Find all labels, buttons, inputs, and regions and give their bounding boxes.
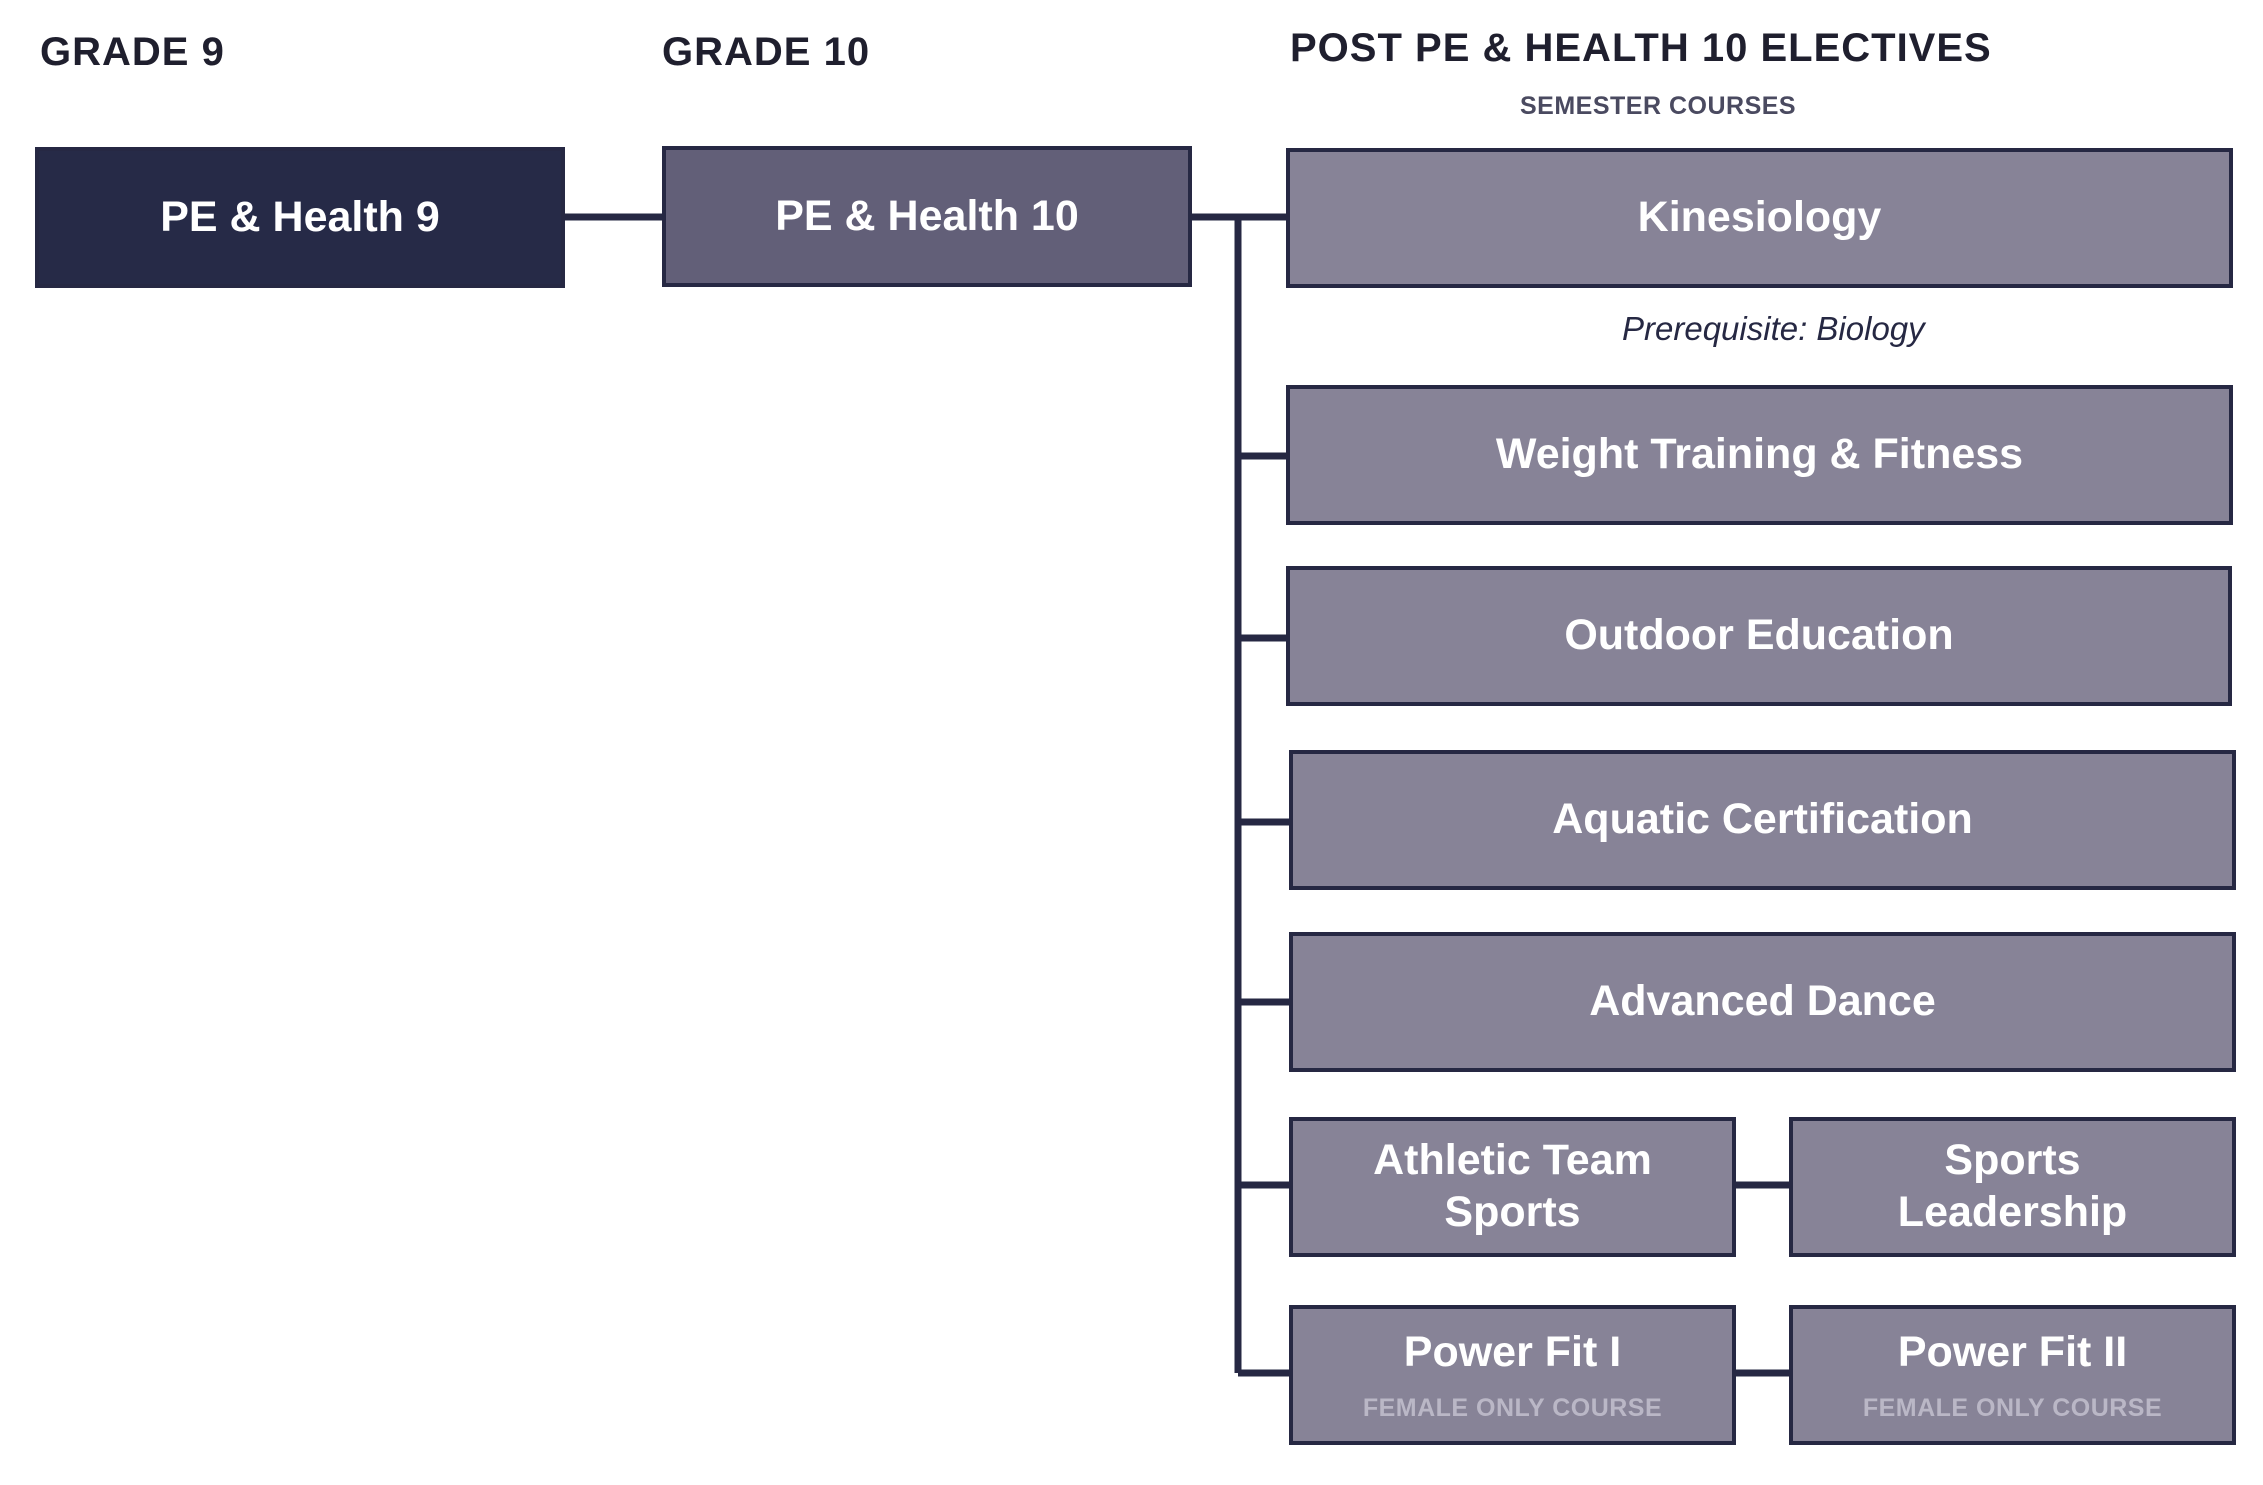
header-grade-10: GRADE 10 [662,30,871,74]
course-power-fit-2: Power Fit II FEMALE ONLY COURSE [1789,1305,2236,1445]
course-kinesiology: Kinesiology [1286,148,2233,288]
course-pe-health-10: PE & Health 10 [662,146,1192,287]
course-power-fit-2-note: FEMALE ONLY COURSE [1862,1393,2163,1422]
course-aquatic-certification-label: Aquatic Certification [1552,795,1973,844]
course-outdoor-education-label: Outdoor Education [1564,611,1954,660]
course-kinesiology-label: Kinesiology [1637,193,1882,242]
header-electives-sub: SEMESTER COURSES [1520,92,1797,120]
course-power-fit-1-note: FEMALE ONLY COURSE [1362,1393,1663,1422]
course-pe-health-9-label: PE & Health 9 [160,192,440,241]
course-power-fit-1: Power Fit I FEMALE ONLY COURSE [1289,1305,1736,1445]
course-weight-training: Weight Training & Fitness [1286,385,2233,525]
course-power-fit-2-label: Power Fit II [1897,1328,2128,1377]
course-pe-health-9: PE & Health 9 [35,147,565,288]
course-athletic-team-sports: Athletic Team Sports [1289,1117,1736,1257]
header-grade-9: GRADE 9 [40,30,225,74]
course-athletic-team-sports-label: Athletic Team Sports [1373,1136,1652,1236]
course-aquatic-certification: Aquatic Certification [1289,750,2236,890]
course-sports-leadership: Sports Leadership [1789,1117,2236,1257]
course-outdoor-education: Outdoor Education [1286,566,2232,706]
course-power-fit-1-label: Power Fit I [1403,1328,1622,1377]
course-weight-training-label: Weight Training & Fitness [1495,430,2024,479]
course-pe-health-10-label: PE & Health 10 [775,191,1079,240]
course-sports-leadership-label: Sports Leadership [1897,1136,2128,1236]
course-advanced-dance: Advanced Dance [1289,932,2236,1072]
header-electives: POST PE & HEALTH 10 ELECTIVES [1290,26,1992,70]
course-advanced-dance-label: Advanced Dance [1589,977,1936,1026]
kinesiology-prerequisite: Prerequisite: Biology [1622,310,1925,347]
